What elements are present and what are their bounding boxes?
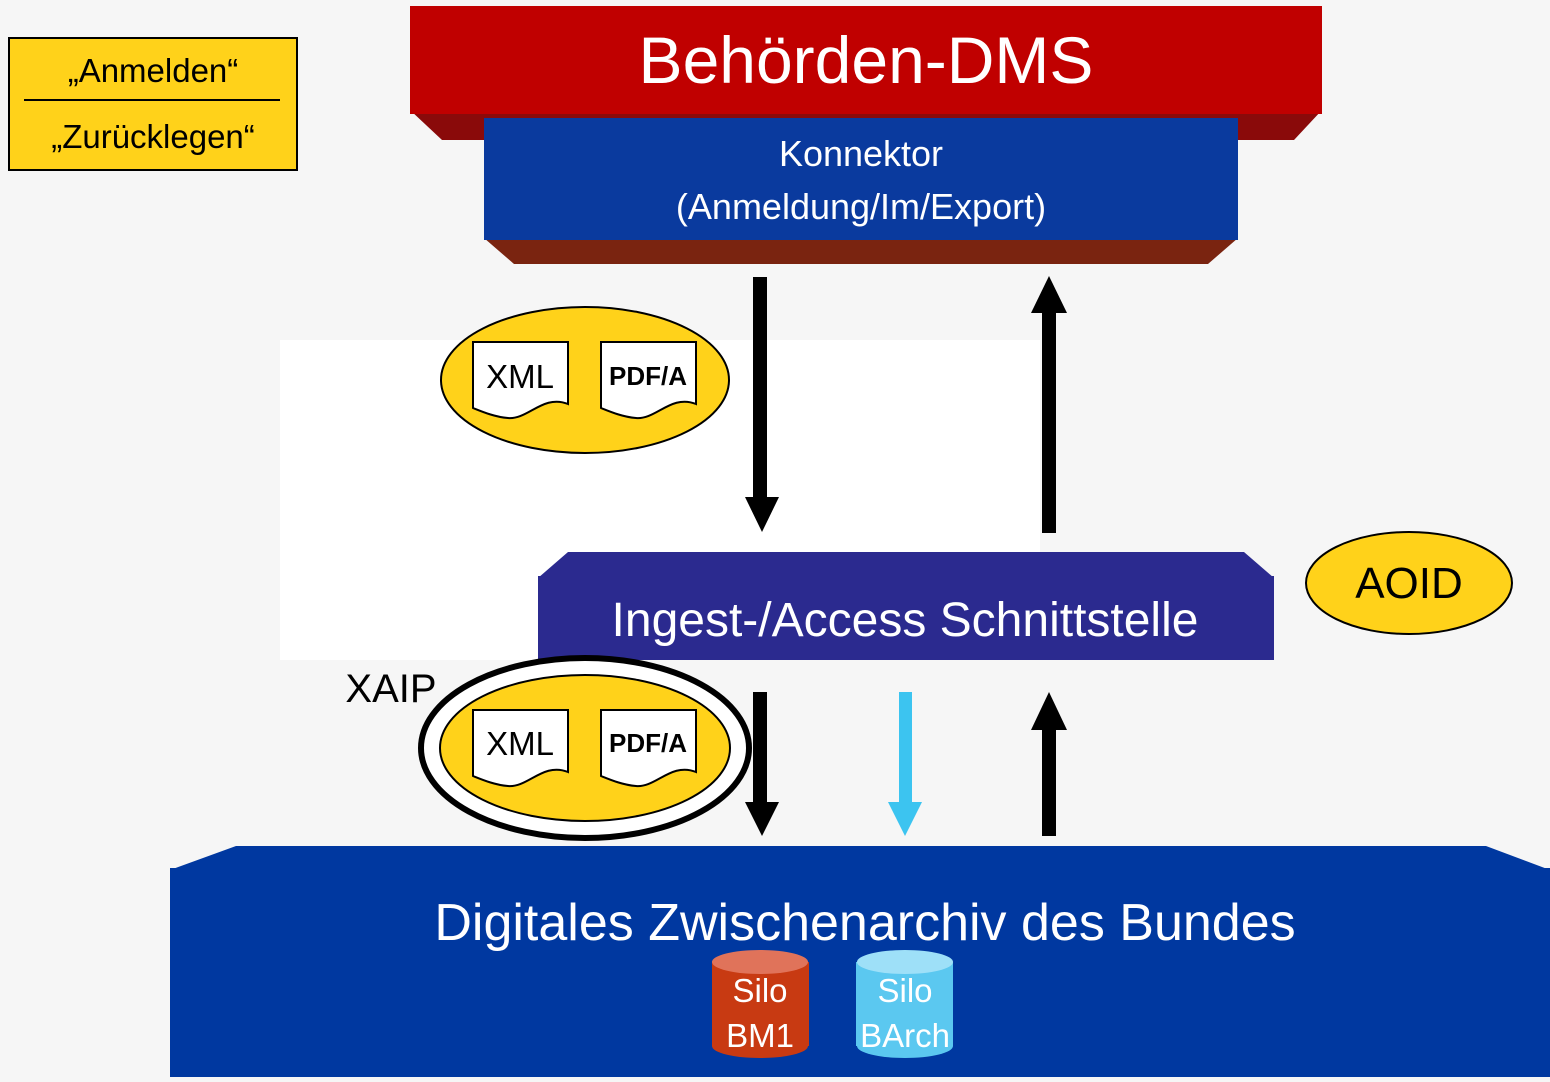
- upper-xml-label: XML: [486, 358, 554, 395]
- lower-xml-label: XML: [486, 725, 554, 762]
- connector-line1: Konnektor: [779, 133, 943, 174]
- silo-barch-line2: BArch: [860, 1017, 950, 1054]
- legend-box: „Anmelden“ „Zurücklegen“: [8, 37, 298, 171]
- silo-barch: Silo BArch: [856, 950, 953, 1058]
- silo-bm1: Silo BM1: [712, 950, 809, 1058]
- arrow-down-light-blue: [888, 692, 922, 836]
- xaip-label: XAIP: [345, 667, 436, 711]
- arrow-up-lower: [1031, 692, 1067, 836]
- silo-barch-line1: Silo: [877, 972, 932, 1009]
- lower-package: XML PDF/A: [418, 655, 752, 841]
- arrow-down-upper: [745, 277, 779, 532]
- connector-line2: (Anmeldung/Im/Export): [676, 186, 1046, 227]
- legend-line-zuruecklegen: „Zurücklegen“: [51, 118, 255, 155]
- silo-bm1-line2: BM1: [726, 1017, 794, 1054]
- arrow-down-lower: [745, 692, 779, 836]
- upper-pdfa-label: PDF/A: [609, 361, 687, 391]
- archive-title: Digitales Zwischenarchiv des Bundes: [434, 894, 1295, 952]
- arrow-up-upper: [1031, 276, 1067, 533]
- aoid-badge: AOID: [1305, 531, 1513, 635]
- dms-title: Behörden-DMS: [639, 23, 1094, 97]
- upper-package: XML PDF/A: [440, 306, 730, 454]
- interface-block-top: [538, 552, 1274, 578]
- connector-block-base: [484, 238, 1238, 264]
- interface-title: Ingest-/Access Schnittstelle: [612, 594, 1199, 647]
- archive-block-top: [170, 846, 1550, 870]
- aoid-label: AOID: [1355, 559, 1463, 608]
- silo-bm1-line1: Silo: [732, 972, 787, 1009]
- connector-block: Konnektor (Anmeldung/Im/Export): [484, 118, 1238, 264]
- legend-line-anmelden: „Anmelden“: [68, 52, 239, 89]
- interface-block: Ingest-/Access Schnittstelle: [538, 552, 1274, 660]
- lower-pdfa-label: PDF/A: [609, 728, 687, 758]
